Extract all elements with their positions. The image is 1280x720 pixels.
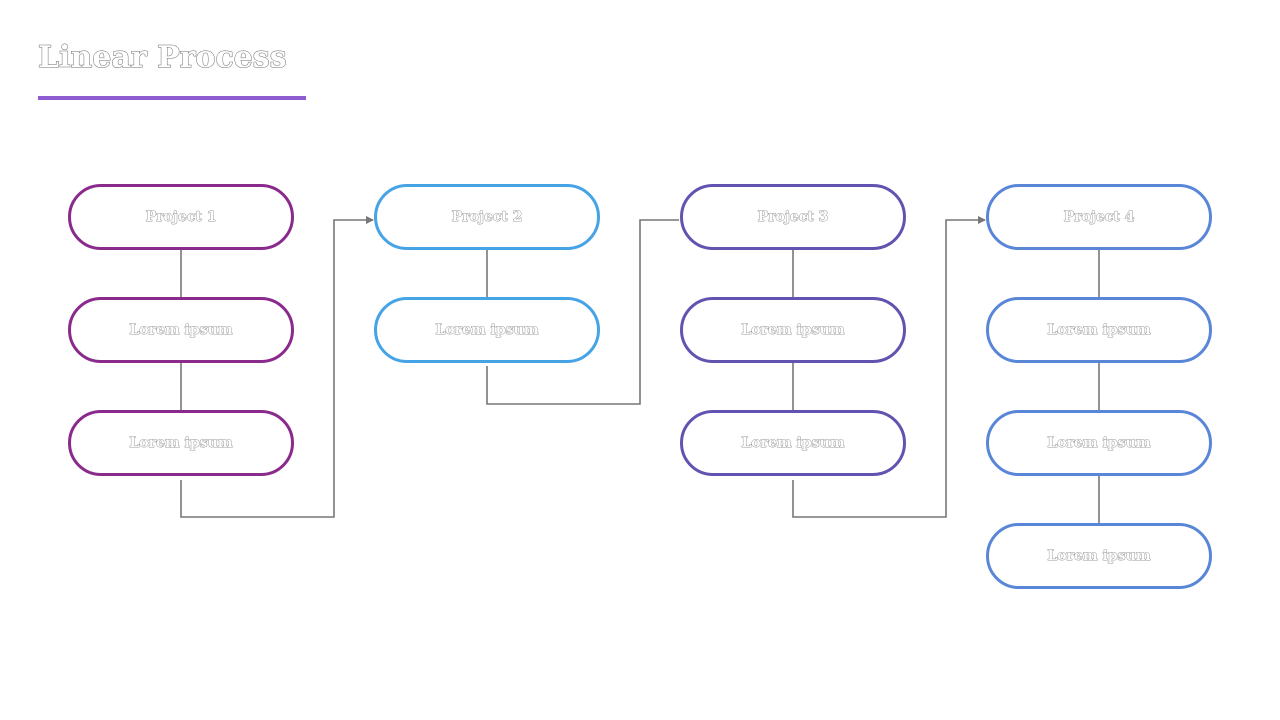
project-4-node: Project 4 xyxy=(986,184,1212,250)
project-4-step-1: Lorem ipsum xyxy=(986,297,1212,363)
project-1-node: Project 1 xyxy=(68,184,294,250)
project-4-step-3: Lorem ipsum xyxy=(986,523,1212,589)
step-label: Lorem ipsum xyxy=(435,322,539,339)
project-3-step-2: Lorem ipsum xyxy=(680,410,906,476)
step-label: Lorem ipsum xyxy=(1047,435,1151,452)
step-label: Lorem ipsum xyxy=(741,322,845,339)
connector-p1-to-p2 xyxy=(180,216,374,518)
connector-p3-to-p4 xyxy=(792,216,986,518)
connector-p2-to-p3 xyxy=(486,219,679,405)
page-title: Linear Process xyxy=(38,40,288,76)
project-1-label: Project 1 xyxy=(145,209,217,226)
project-1-step-2: Lorem ipsum xyxy=(68,410,294,476)
project-4-step-2: Lorem ipsum xyxy=(986,410,1212,476)
step-label: Lorem ipsum xyxy=(1047,322,1151,339)
project-3-label: Project 3 xyxy=(757,209,829,226)
project-3-step-1: Lorem ipsum xyxy=(680,297,906,363)
project-3-node: Project 3 xyxy=(680,184,906,250)
step-label: Lorem ipsum xyxy=(741,435,845,452)
project-4-label: Project 4 xyxy=(1063,209,1135,226)
step-label: Lorem ipsum xyxy=(129,322,233,339)
project-1-step-1: Lorem ipsum xyxy=(68,297,294,363)
project-2-step-1: Lorem ipsum xyxy=(374,297,600,363)
project-2-label: Project 2 xyxy=(451,209,523,226)
title-underline xyxy=(38,96,306,100)
project-2-node: Project 2 xyxy=(374,184,600,250)
step-label: Lorem ipsum xyxy=(129,435,233,452)
step-label: Lorem ipsum xyxy=(1047,548,1151,565)
